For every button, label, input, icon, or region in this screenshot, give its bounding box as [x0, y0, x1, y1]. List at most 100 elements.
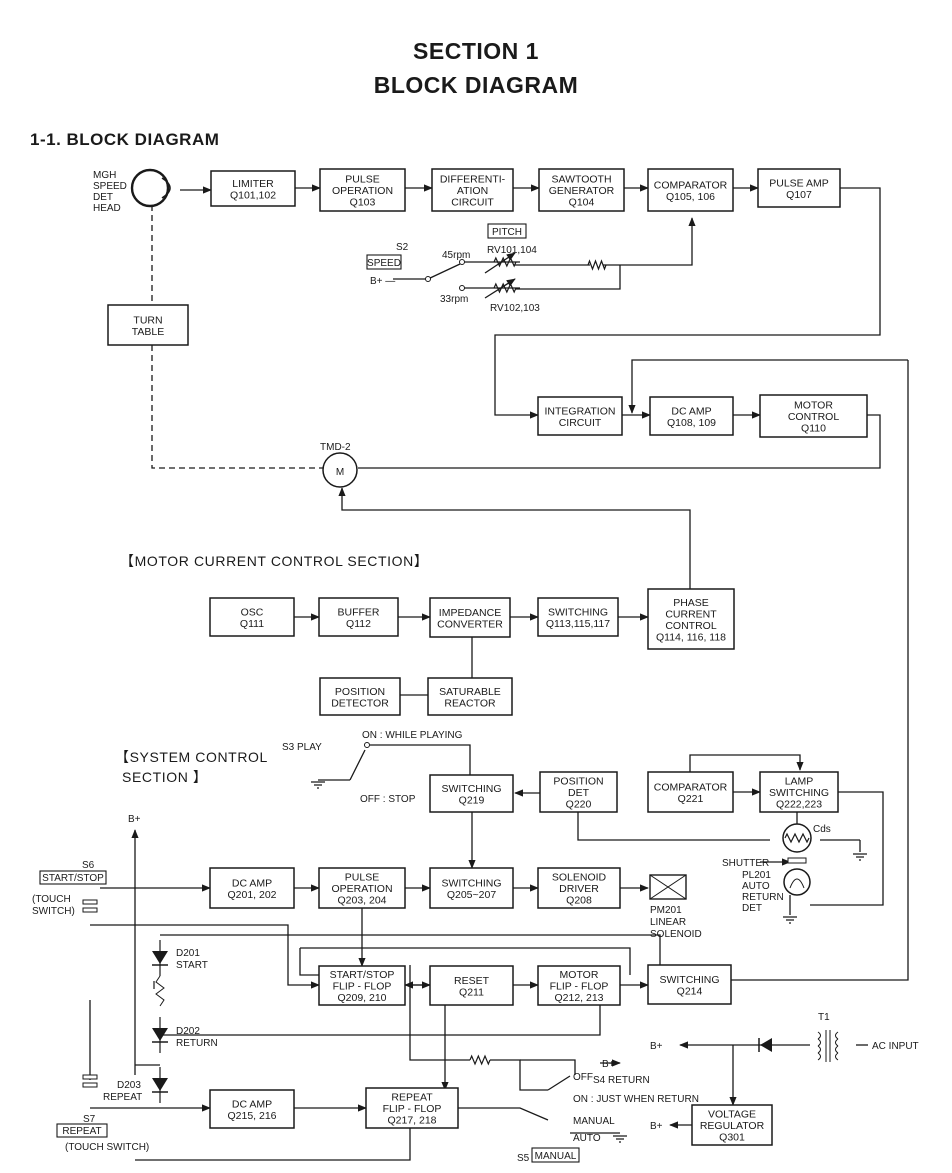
block-label-line: DC AMP — [232, 1098, 272, 1110]
shutter-icon — [787, 857, 807, 864]
block-frame — [107, 304, 189, 346]
s5-label: S5 — [517, 1153, 530, 1164]
block-label-line: Q113,115,117 — [546, 618, 610, 630]
block-label-line: CONTROL — [788, 411, 839, 423]
block-frame — [757, 168, 841, 208]
d203-label: D203 — [117, 1080, 141, 1091]
transformer-secondary-icon — [835, 1031, 839, 1040]
pl201-label: DET — [742, 903, 762, 914]
block-label-line: MOTOR — [560, 969, 599, 981]
block-label-line: LAMP — [785, 776, 814, 788]
touch-s6-1: (TOUCH — [32, 894, 71, 905]
speed-box: SPEED — [367, 258, 401, 269]
block-label-line: LIMITER — [232, 178, 274, 190]
block-label-line: Q221 — [678, 793, 704, 805]
lamp-filament-icon — [789, 878, 805, 889]
wire-comp-lamp-top — [689, 754, 804, 772]
rectifier-diode-icon — [760, 1038, 772, 1052]
block-label-line: Q220 — [566, 799, 592, 811]
d203-sub: REPEAT — [103, 1092, 142, 1103]
block-label-line: PULSE — [345, 872, 379, 884]
block-frame — [318, 965, 406, 1006]
rv102-wiper — [484, 278, 516, 299]
wire-d202 — [160, 1005, 601, 1036]
rpm45-label: 45rpm — [442, 250, 470, 261]
wire-bottom — [135, 1128, 411, 1161]
s7-touch-plate-a — [82, 1074, 98, 1080]
block-frame — [209, 1089, 295, 1129]
block-label-line: Q211 — [459, 986, 484, 998]
tmd-label: TMD-2 — [320, 442, 351, 453]
block-label-line: SOLENOID — [552, 872, 607, 884]
start-stop-box: START/STOP — [42, 873, 104, 884]
bplus-speed: B+ — — [370, 276, 395, 287]
block-label-line: REGULATOR — [700, 1120, 765, 1132]
transformer-primary-icon — [817, 1045, 821, 1054]
mgh-label: DET — [93, 192, 113, 203]
block-label-line: RESET — [454, 975, 490, 987]
s5-manual: MANUAL — [573, 1116, 615, 1127]
transformer-secondary-icon — [835, 1038, 839, 1047]
block-label-line: IMPEDANCE — [439, 607, 501, 619]
lamp-icon — [783, 868, 811, 896]
block-frame — [539, 771, 618, 813]
block-label-line: Q209, 210 — [337, 992, 386, 1004]
wire-pitch-comp — [603, 217, 696, 266]
block-label-line: DETECTOR — [331, 697, 389, 709]
block-label-line: TABLE — [132, 326, 164, 338]
block-label-line: REACTOR — [444, 697, 496, 709]
rv101-label: RV101,104 — [487, 245, 537, 256]
pm201-label: LINEAR — [650, 917, 686, 928]
pl201-label: AUTO — [742, 881, 770, 892]
bplus-rect: B+ — [650, 1041, 663, 1052]
block-label-line: SATURABLE — [439, 686, 501, 698]
d201-label: D201 — [176, 948, 200, 959]
motor-current-section: 【MOTOR CURRENT CONTROL SECTION】 — [120, 553, 428, 569]
block-label-line: Q301 — [719, 1132, 745, 1144]
fixed-resistor — [587, 259, 607, 271]
block-frame — [319, 677, 401, 716]
wire-phase-motor — [338, 487, 691, 593]
block-label-line: Q103 — [350, 197, 376, 209]
s5-arm — [458, 1107, 549, 1121]
s2-contact-45 — [459, 259, 465, 265]
block-label-line: Q201, 202 — [227, 889, 276, 901]
block-frame — [365, 1087, 459, 1129]
block-label-line: OSC — [241, 606, 264, 618]
wire-s4-top — [520, 1059, 576, 1075]
d202-sub: RETURN — [176, 1038, 218, 1049]
page-title: BLOCK DIAGRAM — [373, 72, 579, 98]
speed-box-frame — [366, 254, 402, 270]
bplus-vr: B+ — [650, 1121, 663, 1132]
block-frame — [759, 394, 868, 438]
cds-label: Cds — [813, 824, 831, 835]
block-label-line: Q222,223 — [776, 799, 822, 811]
cds-ground — [853, 853, 867, 861]
block-frame — [537, 965, 621, 1006]
rv102-resistor — [493, 282, 517, 294]
s3-ground — [311, 781, 325, 789]
block-label-line: SWITCHING — [659, 974, 719, 986]
wire-pos-cds — [577, 812, 770, 841]
mgh-label: MGH — [93, 170, 116, 181]
wire-mc-motor — [358, 414, 881, 469]
pm201-label: SOLENOID — [650, 929, 702, 940]
block-label-line: CIRCUIT — [451, 197, 494, 209]
s2-contact-33 — [459, 285, 465, 291]
block-label-line: MOTOR — [794, 400, 833, 412]
transformer-secondary-icon — [835, 1052, 839, 1061]
